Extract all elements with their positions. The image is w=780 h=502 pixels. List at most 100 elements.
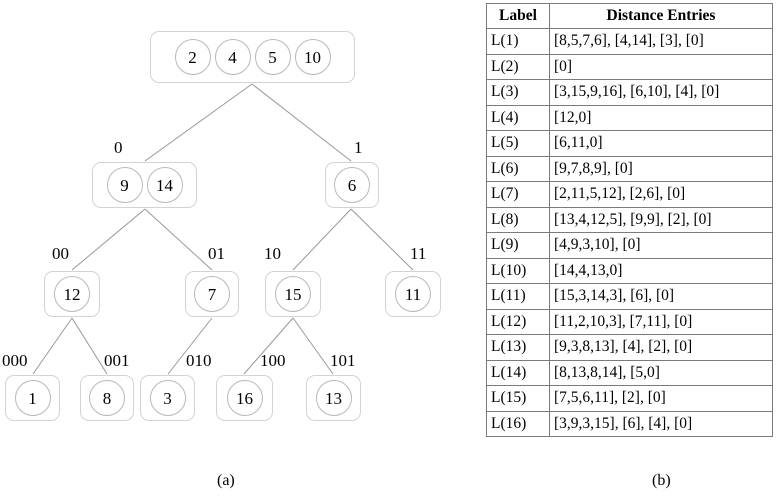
tree-node-n001[interactable]: 8 [80, 375, 134, 421]
cell-label: L(13) [486, 334, 550, 361]
edge-label-01: 01 [208, 244, 225, 263]
tree-edge [292, 317, 334, 375]
cell-distance-entries: [9,3,8,13], [4], [2], [0] [549, 334, 773, 361]
tree-key-9: 9 [106, 167, 143, 203]
cell-distance-entries: [0] [549, 53, 773, 81]
cell-label: L(8) [486, 206, 550, 234]
tree-key-8: 8 [89, 380, 125, 416]
tree-node-n000[interactable]: 1 [5, 375, 60, 421]
tree-node-n10[interactable]: 15 [265, 271, 321, 317]
tree-node-n1[interactable]: 6 [325, 162, 379, 208]
edge-label-001: 001 [104, 351, 130, 370]
tree-key-10: 10 [294, 39, 331, 75]
tree-key-5: 5 [254, 39, 291, 75]
figure-b-table: Label Distance Entries L(1)[8,5,7,6], [4… [486, 2, 773, 437]
cell-label: L(16) [486, 410, 550, 437]
cell-label: L(4) [486, 104, 550, 132]
tree-key-14: 14 [146, 167, 183, 203]
tree-node-n01[interactable]: 7 [185, 271, 239, 317]
tree-edge [71, 208, 146, 271]
table-row: L(8)[13,4,12,5], [9,9], [2], [0] [486, 206, 773, 234]
cell-distance-entries: [9,7,8,9], [0] [549, 155, 773, 183]
table-row: L(11)[15,3,14,3], [6], [0] [486, 283, 773, 310]
tree-key-1: 1 [14, 380, 51, 416]
column-header-label: Label [486, 2, 550, 30]
cell-distance-entries: [13,4,12,5], [9,9], [2], [0] [549, 206, 773, 234]
cell-label: L(15) [486, 385, 550, 412]
cell-distance-entries: [4,9,3,10], [0] [549, 232, 773, 259]
cell-distance-entries: [14,4,13,0] [549, 257, 773, 285]
tree-key-13: 13 [315, 380, 352, 416]
tree-node-n101[interactable]: 13 [306, 375, 361, 421]
edge-label-0: 0 [114, 138, 123, 157]
tree-edge [32, 317, 73, 375]
tree-node-n00[interactable]: 12 [44, 271, 100, 317]
tree-node-n010[interactable]: 3 [140, 375, 195, 421]
edge-label-010: 010 [186, 351, 212, 370]
tree-edge [350, 208, 414, 271]
cell-distance-entries: [3,9,3,15], [6], [4], [0] [549, 410, 773, 437]
tree-key-11: 11 [395, 276, 431, 312]
table-header: Label Distance Entries [486, 2, 773, 30]
table-row: L(6)[9,7,8,9], [0] [486, 155, 773, 183]
table-row: L(4)[12,0] [486, 104, 773, 132]
tree-key-2: 2 [174, 39, 211, 75]
tree-key-16: 16 [226, 380, 263, 416]
cell-distance-entries: [2,11,5,12], [2,6], [0] [549, 181, 773, 208]
tree-key-4: 4 [214, 39, 251, 75]
cell-distance-entries: [12,0] [549, 104, 773, 132]
figure-a-caption: (a) [217, 472, 235, 489]
table-row: L(3)[3,15,9,16], [6,10], [4], [0] [486, 79, 773, 106]
cell-distance-entries: [11,2,10,3], [7,11], [0] [549, 308, 773, 336]
tree-edge [71, 317, 108, 375]
tree-node-n11[interactable]: 11 [385, 271, 441, 317]
edge-label-000: 000 [2, 351, 28, 370]
cell-distance-entries: [7,5,6,11], [2], [0] [549, 385, 773, 412]
cell-label: L(12) [486, 308, 550, 336]
tree-edge [144, 208, 213, 271]
table-row: L(2)[0] [486, 53, 773, 81]
tree-edge [292, 208, 352, 271]
cell-distance-entries: [8,5,7,6], [4,14], [3], [0] [549, 28, 773, 55]
edge-label-11: 11 [410, 244, 427, 263]
cell-distance-entries: [3,15,9,16], [6,10], [4], [0] [549, 79, 773, 106]
tree-key-7: 7 [194, 276, 230, 312]
cell-label: L(11) [486, 283, 550, 310]
tree-key-3: 3 [149, 380, 186, 416]
edge-label-101: 101 [330, 351, 356, 370]
tree-edge [144, 83, 253, 162]
table-row: L(12)[11,2,10,3], [7,11], [0] [486, 308, 773, 336]
figure-b-caption: (b) [652, 472, 671, 489]
tree-key-15: 15 [275, 276, 311, 312]
table-row: L(9)[4,9,3,10], [0] [486, 232, 773, 259]
table-row: L(7)[2,11,5,12], [2,6], [0] [486, 181, 773, 208]
table-row: L(16)[3,9,3,15], [6], [4], [0] [486, 410, 773, 437]
table-row: L(5)[6,11,0] [486, 130, 773, 157]
tree-node-n100[interactable]: 16 [216, 375, 273, 421]
cell-label: L(3) [486, 79, 550, 106]
table-row: L(13)[9,3,8,13], [4], [2], [0] [486, 334, 773, 361]
edge-label-00: 00 [52, 244, 69, 263]
table-header-row: Label Distance Entries [486, 2, 773, 30]
tree-edge [251, 83, 352, 162]
cell-label: L(14) [486, 359, 550, 387]
table-row: L(10)[14,4,13,0] [486, 257, 773, 285]
cell-label: L(5) [486, 130, 550, 157]
cell-label: L(1) [486, 28, 550, 55]
edge-label-100: 100 [260, 351, 286, 370]
cell-label: L(2) [486, 53, 550, 81]
distance-entries-table: Label Distance Entries L(1)[8,5,7,6], [4… [486, 2, 773, 437]
column-header-distance-entries: Distance Entries [549, 2, 773, 30]
edge-label-10: 10 [264, 244, 281, 263]
cell-distance-entries: [8,13,8,14], [5,0] [549, 359, 773, 387]
cell-label: L(10) [486, 257, 550, 285]
cell-label: L(6) [486, 155, 550, 183]
cell-distance-entries: [15,3,14,3], [6], [0] [549, 283, 773, 310]
cell-label: L(7) [486, 181, 550, 208]
table-row: L(14)[8,13,8,14], [5,0] [486, 359, 773, 387]
edge-label-1: 1 [354, 138, 363, 157]
tree-key-6: 6 [334, 167, 370, 203]
